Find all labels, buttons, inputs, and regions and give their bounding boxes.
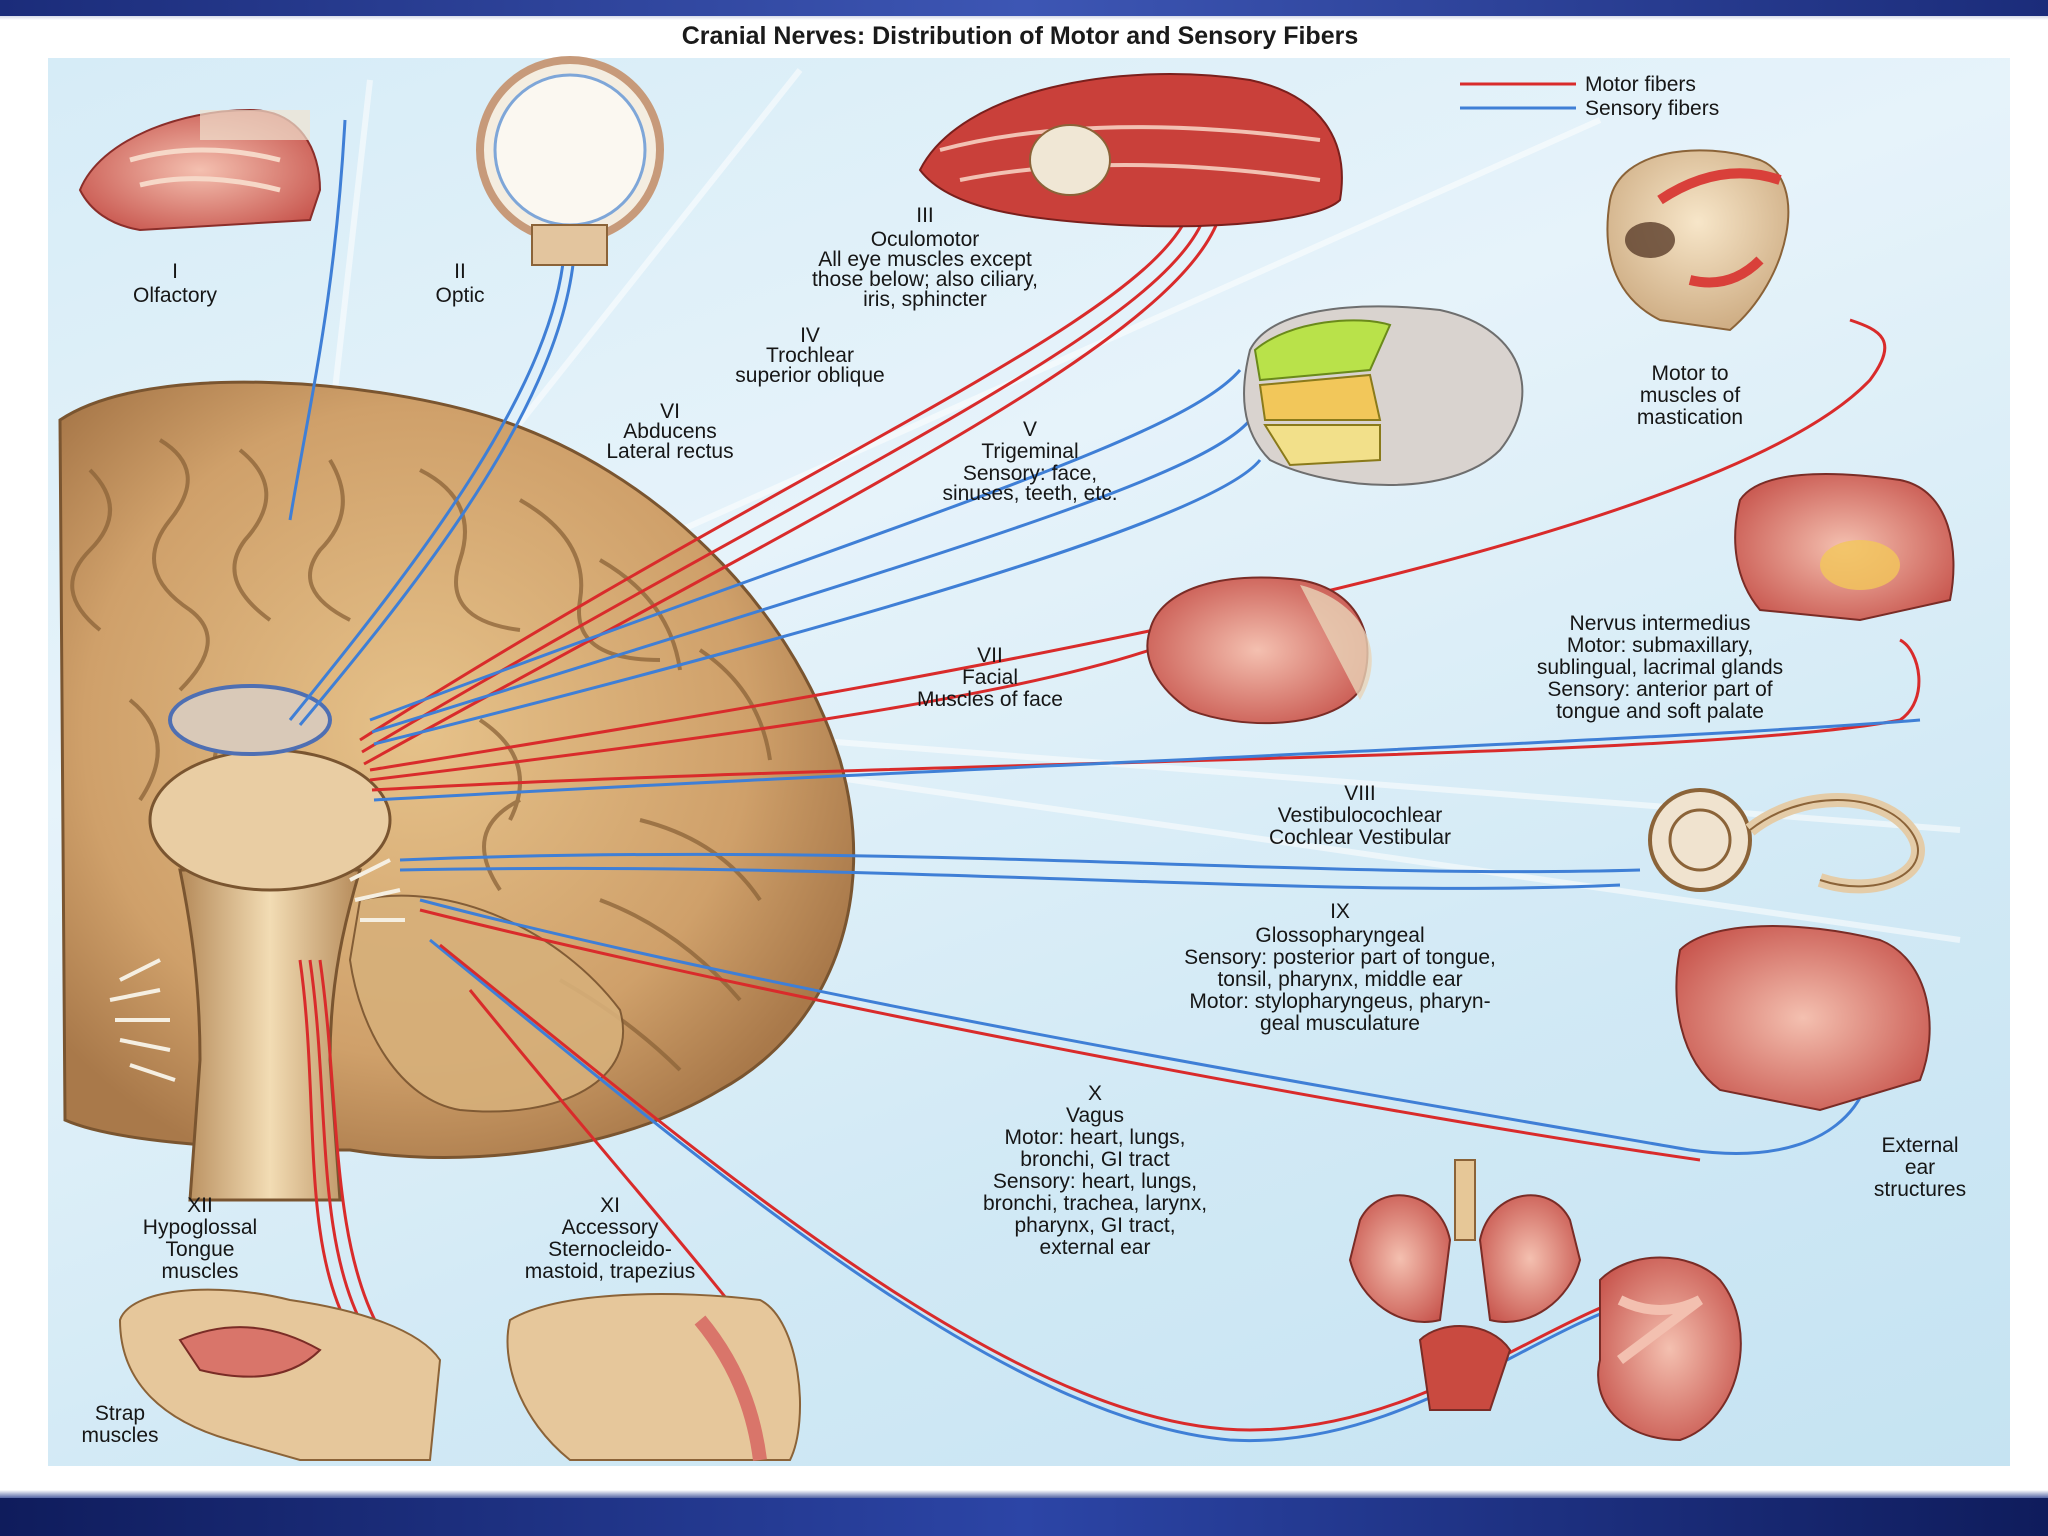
accessory-numeral: XI — [600, 1194, 620, 1217]
label-corner-left: Strap muscles — [81, 1402, 158, 1447]
glossopharyngeal-name: Glossopharyngeal — [1255, 924, 1424, 947]
oculomotor-desc-1: All eye muscles except — [818, 248, 1032, 271]
optic-name: Optic — [435, 284, 484, 307]
trochlear-desc-1: superior oblique — [735, 364, 884, 387]
vagus-desc-6: external ear — [1040, 1236, 1151, 1259]
label-trochlear: IV Trochlear superior oblique — [735, 324, 884, 387]
abducens-desc-1: Lateral rectus — [606, 440, 733, 463]
diagram-title: Cranial Nerves: Distribution of Motor an… — [682, 22, 1359, 50]
facial-numeral: VII — [977, 644, 1003, 667]
label-nervus-intermedius: Nervus intermedius Motor: submaxillary, … — [1537, 612, 1783, 723]
facial-muscles-illustration — [1146, 576, 1372, 725]
hypoglossal-desc-2: muscles — [161, 1260, 238, 1283]
glossopharyngeal-desc-3: Motor: stylopharyngeus, pharyn- — [1189, 990, 1490, 1013]
label-oculomotor: III Oculomotor All eye muscles except th… — [812, 204, 1038, 311]
pharynx-illustration — [1675, 925, 1931, 1112]
glossopharyngeal-desc-2: tonsil, pharynx, middle ear — [1217, 968, 1462, 991]
vagus-desc-1: Motor: heart, lungs, — [1005, 1126, 1186, 1149]
orbit-muscles-illustration — [918, 73, 1343, 228]
oculomotor-name: Oculomotor — [871, 228, 980, 251]
tongue-hypoglossal-illustration — [118, 1288, 442, 1461]
label-vagus: X Vagus Motor: heart, lungs, bronchi, GI… — [983, 1082, 1207, 1259]
intermedius-desc-5: tongue and soft palate — [1556, 700, 1764, 723]
olfactory-name: Olfactory — [133, 284, 218, 307]
facial-desc-1: Muscles of face — [917, 688, 1063, 711]
oculomotor-numeral: III — [916, 204, 934, 227]
vagus-desc-4: bronchi, trachea, larynx, — [983, 1192, 1207, 1215]
label-facial: VII Facial Muscles of face — [917, 644, 1063, 711]
intermedius-desc-1: Nervus intermedius — [1570, 612, 1751, 635]
neck-accessory-illustration — [506, 1293, 801, 1461]
nose-illustration — [78, 108, 322, 232]
olfactory-numeral: I — [172, 260, 178, 283]
vagus-desc-2: bronchi, GI tract — [1020, 1148, 1170, 1171]
trigeminal-name: Trigeminal — [981, 440, 1078, 463]
face-sensory-map-illustration — [1243, 305, 1524, 486]
intermedius-desc-3: sublingual, lacrimal glands — [1537, 656, 1783, 679]
accessory-desc-2: mastoid, trapezius — [525, 1260, 695, 1283]
corner-left-line-2: muscles — [81, 1424, 158, 1447]
vagus-desc-3: Sensory: heart, lungs, — [993, 1170, 1197, 1193]
optic-numeral: II — [454, 260, 466, 283]
accessory-desc-1: Sternocleido- — [548, 1238, 672, 1261]
trigeminal-motor-desc-3: mastication — [1637, 406, 1743, 429]
facial-name: Facial — [962, 666, 1018, 689]
label-vestibulocochlear: VIII Vestibulocochlear Cochlear Vestibul… — [1269, 782, 1451, 849]
hypoglossal-desc-1: Tongue — [166, 1238, 235, 1261]
nasal-cavity-illustration — [1734, 473, 1955, 622]
thoracic-organs-illustration — [1348, 1159, 1742, 1442]
vestibulocochlear-name: Vestibulocochlear — [1278, 804, 1443, 827]
abducens-name: Abducens — [623, 420, 716, 443]
label-olfactory: I Olfactory — [133, 260, 218, 307]
trigeminal-motor-desc-2: muscles of — [1640, 384, 1741, 407]
legend-sensory-label: Sensory fibers — [1585, 97, 1719, 120]
oculomotor-desc-2: those below; also ciliary, — [812, 268, 1038, 291]
corner-right-line-3: structures — [1874, 1178, 1966, 1201]
trigeminal-desc-1: Sensory: face, — [963, 462, 1097, 485]
hypoglossal-name: Hypoglossal — [143, 1216, 257, 1239]
skull-mastication-illustration — [1606, 149, 1790, 332]
intermedius-desc-4: Sensory: anterior part of — [1547, 678, 1772, 701]
eye-illustration — [476, 56, 664, 266]
label-optic: II Optic — [435, 260, 484, 307]
inner-ear-illustration — [1648, 788, 1925, 894]
trigeminal-numeral: V — [1023, 418, 1037, 441]
glossopharyngeal-numeral: IX — [1330, 900, 1350, 923]
vagus-desc-5: pharynx, GI tract, — [1014, 1214, 1175, 1237]
oculomotor-desc-3: iris, sphincter — [863, 288, 987, 311]
trigeminal-desc-2: sinuses, teeth, etc. — [942, 482, 1117, 505]
trigeminal-motor-desc-1: Motor to — [1651, 362, 1728, 385]
abducens-numeral: VI — [660, 400, 680, 423]
trochlear-name: Trochlear — [766, 344, 854, 367]
corner-right-line-1: External — [1881, 1134, 1958, 1157]
label-trigeminal: V Trigeminal Sensory: face, sinuses, tee… — [942, 418, 1117, 505]
label-corner-right: External ear structures — [1874, 1134, 1966, 1201]
label-abducens: VI Abducens Lateral rectus — [606, 400, 733, 463]
legend: Motor fibers Sensory fibers — [1460, 73, 1719, 120]
legend-motor-label: Motor fibers — [1585, 73, 1696, 96]
label-glossopharyngeal: IX Glossopharyngeal Sensory: posterior p… — [1184, 900, 1496, 1035]
label-trigeminal-motor: Motor to muscles of mastication — [1637, 362, 1743, 429]
label-accessory: XI Accessory Sternocleido- mastoid, trap… — [525, 1194, 695, 1283]
vestibulocochlear-desc-1: Cochlear Vestibular — [1269, 826, 1451, 849]
vagus-name: Vagus — [1066, 1104, 1124, 1127]
corner-right-line-2: ear — [1905, 1156, 1935, 1179]
slide-top-band — [0, 0, 2048, 16]
intermedius-desc-2: Motor: submaxillary, — [1567, 634, 1753, 657]
accessory-name: Accessory — [562, 1216, 659, 1239]
vestibulocochlear-numeral: VIII — [1344, 782, 1376, 805]
trochlear-numeral: IV — [800, 324, 820, 347]
vagus-numeral: X — [1088, 1082, 1102, 1105]
glossopharyngeal-desc-4: geal musculature — [1260, 1012, 1420, 1035]
hypoglossal-numeral: XII — [187, 1194, 213, 1217]
glossopharyngeal-desc-1: Sensory: posterior part of tongue, — [1184, 946, 1496, 969]
label-hypoglossal: XII Hypoglossal Tongue muscles — [143, 1194, 257, 1283]
slide-bottom-band — [0, 1498, 2048, 1536]
corner-left-line-1: Strap — [95, 1402, 145, 1425]
